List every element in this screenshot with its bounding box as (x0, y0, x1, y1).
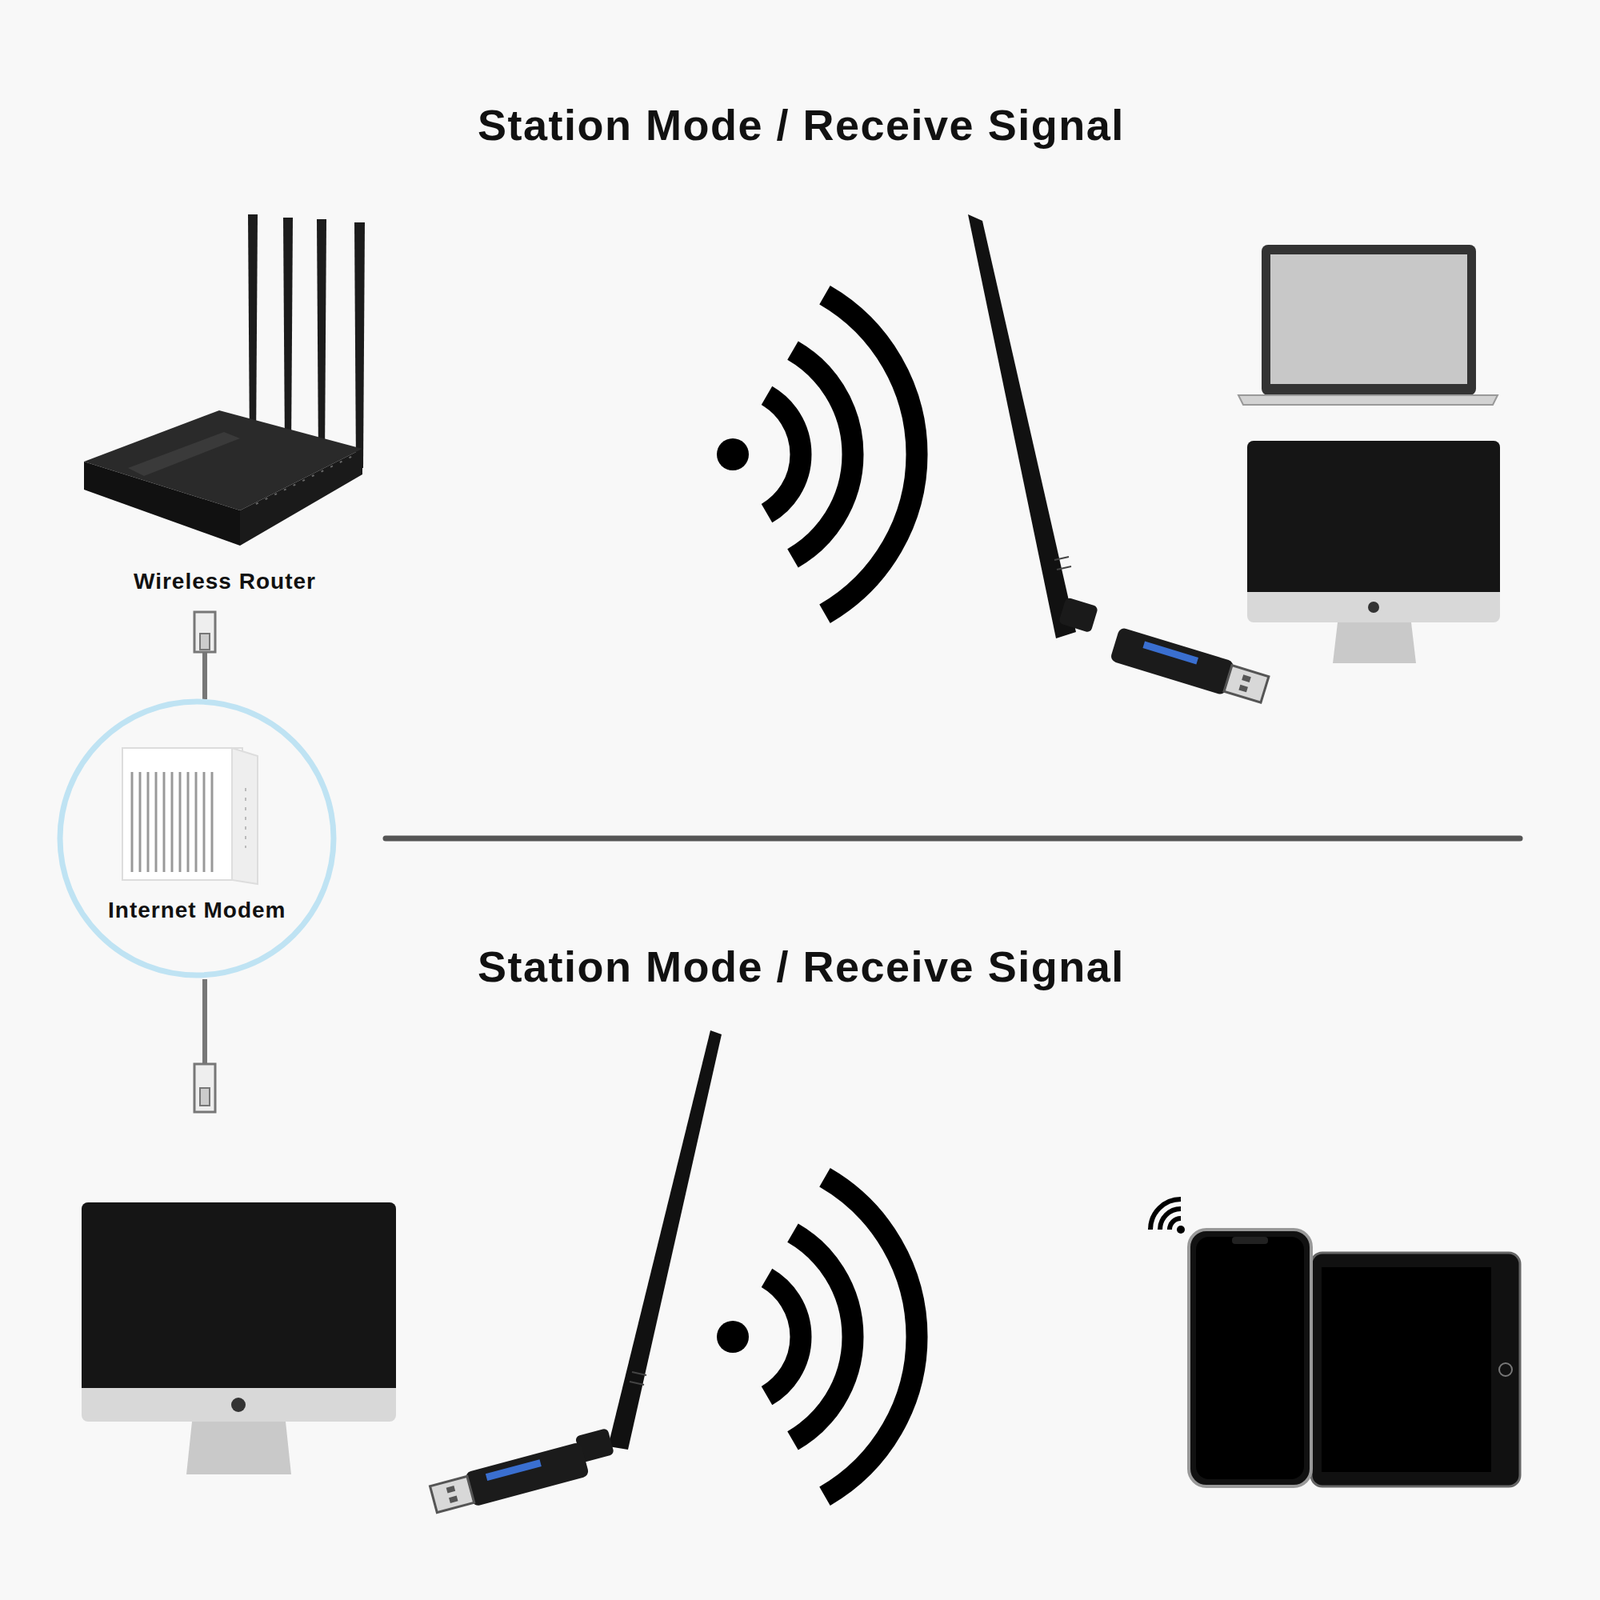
wifi-symbol (716, 295, 917, 614)
router-icon (84, 214, 365, 546)
divider-line (385, 836, 1520, 842)
heading: Station Mode / Receive Signal (477, 100, 1125, 150)
laptop-icon (1238, 244, 1498, 405)
modem-icon (122, 748, 258, 884)
node-label: Internet Modem (108, 897, 286, 924)
wifi-symbol (716, 1177, 917, 1496)
circle-outline (56, 697, 338, 980)
wifi-icon (1150, 1199, 1185, 1234)
modem-circle: Internet Modem (56, 697, 338, 980)
heading: Station Mode / Receive Signal (477, 941, 1125, 992)
device-label: Wireless Router (133, 568, 316, 595)
desktop-icon (1247, 440, 1500, 664)
phone-icon (1188, 1229, 1312, 1487)
wifi-adapter (968, 214, 1274, 707)
wifi-adapter (427, 1030, 722, 1516)
tablet-icon (1311, 1252, 1520, 1487)
desktop-icon (81, 1202, 396, 1475)
